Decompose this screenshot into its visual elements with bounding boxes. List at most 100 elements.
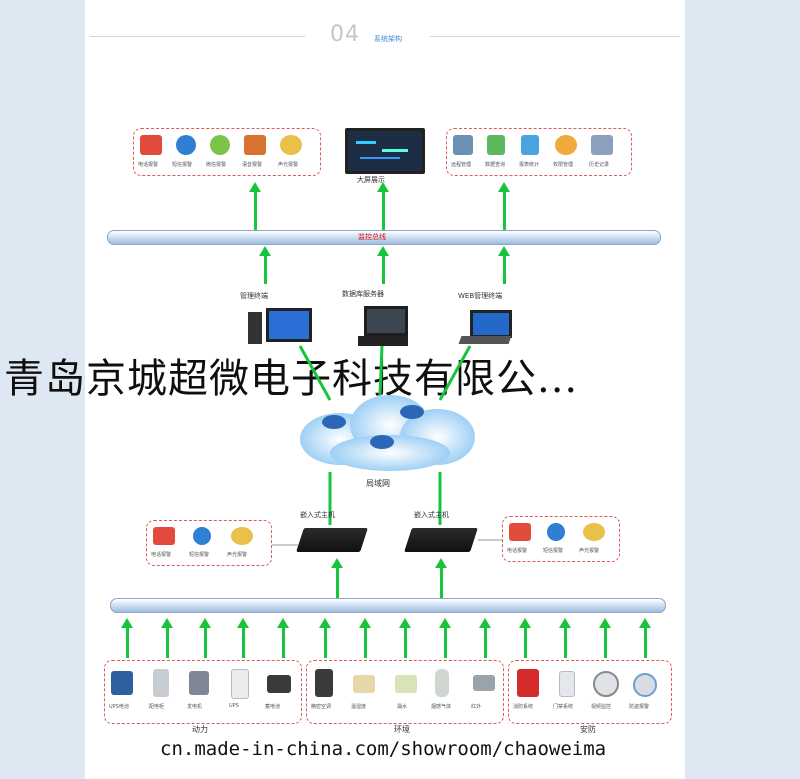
phone-icon: [140, 135, 162, 155]
company-watermark: 青岛京城超微电子科技有限公...: [4, 356, 579, 402]
thermometer-icon: [353, 675, 375, 693]
ups-battery-icon: [111, 671, 133, 695]
phone-icon: [509, 523, 531, 541]
siren-icon: [280, 135, 302, 155]
section-title: 系统架构: [374, 35, 402, 43]
power-item-3: 发电机: [187, 704, 203, 710]
env-item-5: 红外: [471, 704, 482, 710]
power-item-4: UPS: [229, 703, 239, 709]
phone-icon: [153, 527, 175, 545]
lan-cloud: [300, 395, 475, 471]
workstation-icon: [248, 308, 312, 346]
header-rule-right: [430, 36, 680, 37]
mid-right-label-3: 声光报警: [579, 548, 600, 554]
top-right-label-4: 权限管理: [553, 162, 574, 168]
top-left-label-2: 短信报警: [172, 162, 193, 168]
embedded-right-label: 嵌入式主机: [414, 511, 449, 519]
router-icon: [400, 405, 424, 419]
siren-icon: [583, 523, 605, 541]
embedded-host-left: [296, 528, 368, 552]
environment-group-box: 精密空调 温湿度 漏水 烟感气体 红外: [306, 660, 504, 724]
arrow-up: [639, 618, 651, 658]
top-left-alarm-box: 电话报警 短信报警 微信报警 语音报警 声光报警: [133, 128, 321, 176]
power-item-5: 蓄电池: [265, 704, 281, 710]
router-icon: [322, 415, 346, 429]
top-left-label-5: 声光报警: [278, 162, 299, 168]
arrow-up: [199, 618, 211, 658]
arrow-up: [435, 558, 447, 598]
cabinet-icon: [153, 669, 169, 697]
generator-icon: [189, 671, 209, 695]
arrow-up: [559, 618, 571, 658]
camera-icon: [593, 671, 619, 697]
top-right-function-box: 远程管理 数据查询 报表统计 权限管理 历史记录: [446, 128, 632, 176]
env-item-4: 烟感气体: [431, 704, 452, 710]
infrared-icon: [473, 675, 495, 691]
env-item-2: 温湿度: [351, 704, 367, 710]
voice-icon: [244, 135, 266, 155]
env-item-1: 精密空调: [311, 704, 332, 710]
top-left-label-4: 语音报警: [242, 162, 263, 168]
ups-icon: [231, 669, 249, 699]
arrow-up: [519, 618, 531, 658]
mid-right-alarm-box: 电话报警 短信报警 声光报警: [502, 516, 620, 562]
top-right-label-5: 历史记录: [589, 162, 610, 168]
document-icon: [487, 135, 505, 155]
section-number: 04: [330, 22, 360, 47]
server-left-label: 管理终端: [240, 292, 268, 300]
sms-icon: [547, 523, 565, 541]
arrow-up: [331, 558, 343, 598]
security-item-3: 视频监控: [591, 704, 612, 710]
database-server-icon: [358, 306, 408, 346]
printer-icon: [591, 135, 613, 155]
security-group-title: 安防: [580, 725, 596, 734]
power-group-title: 动力: [192, 725, 208, 734]
mid-left-alarm-box: 电话报警 短信报警 声光报警: [146, 520, 272, 566]
users-icon: [555, 135, 577, 155]
top-right-label-3: 报表统计: [519, 162, 540, 168]
sms-icon: [193, 527, 211, 545]
top-right-label-1: 远程管理: [451, 162, 472, 168]
mid-left-label-1: 电话报警: [151, 552, 172, 558]
env-item-3: 漏水: [397, 704, 408, 710]
water-leak-icon: [395, 675, 417, 693]
embedded-left-label: 嵌入式主机: [300, 511, 335, 519]
access-control-icon: [559, 671, 575, 697]
arrow-up: [161, 618, 173, 658]
arrow-up: [399, 618, 411, 658]
power-group-box: UPS电池 配电柜 发电机 UPS 蓄电池: [104, 660, 302, 724]
monitoring-bus: [107, 230, 661, 245]
mid-right-label-1: 电话报警: [507, 548, 528, 554]
bus-label: 监控总线: [358, 233, 386, 241]
field-bus: [110, 598, 666, 613]
battery-icon: [267, 675, 291, 693]
arrow-up: [599, 618, 611, 658]
lan-label: 局域网: [366, 479, 390, 488]
router-icon: [370, 435, 394, 449]
header-rule-left: [90, 36, 305, 37]
server-right-label: WEB管理终端: [458, 292, 503, 300]
siren-icon: [231, 527, 253, 545]
embedded-host-right: [404, 528, 478, 552]
big-screen-icon: [345, 128, 425, 174]
mid-left-label-3: 声光报警: [227, 552, 248, 558]
alarm-sensor-icon: [633, 673, 657, 697]
power-item-2: 配电柜: [149, 704, 165, 710]
footer-url: cn.made-in-china.com/showroom/chaoweima: [160, 738, 607, 760]
mid-right-label-2: 短信报警: [543, 548, 564, 554]
arrow-up: [377, 182, 389, 230]
arrow-up: [237, 618, 249, 658]
arrow-up: [121, 618, 133, 658]
arrow-up: [377, 246, 389, 284]
security-item-4: 防盗报警: [629, 704, 650, 710]
mid-left-label-2: 短信报警: [189, 552, 210, 558]
big-screen-label: 大屏展示: [357, 176, 385, 184]
arrow-up: [498, 246, 510, 284]
arrow-up: [479, 618, 491, 658]
power-item-1: UPS电池: [109, 704, 129, 710]
security-group-box: 消防系统 门禁系统 视频监控 防盗报警: [508, 660, 672, 724]
arrow-up: [359, 618, 371, 658]
laptop-icon: [458, 310, 512, 344]
arrow-up: [498, 182, 510, 230]
